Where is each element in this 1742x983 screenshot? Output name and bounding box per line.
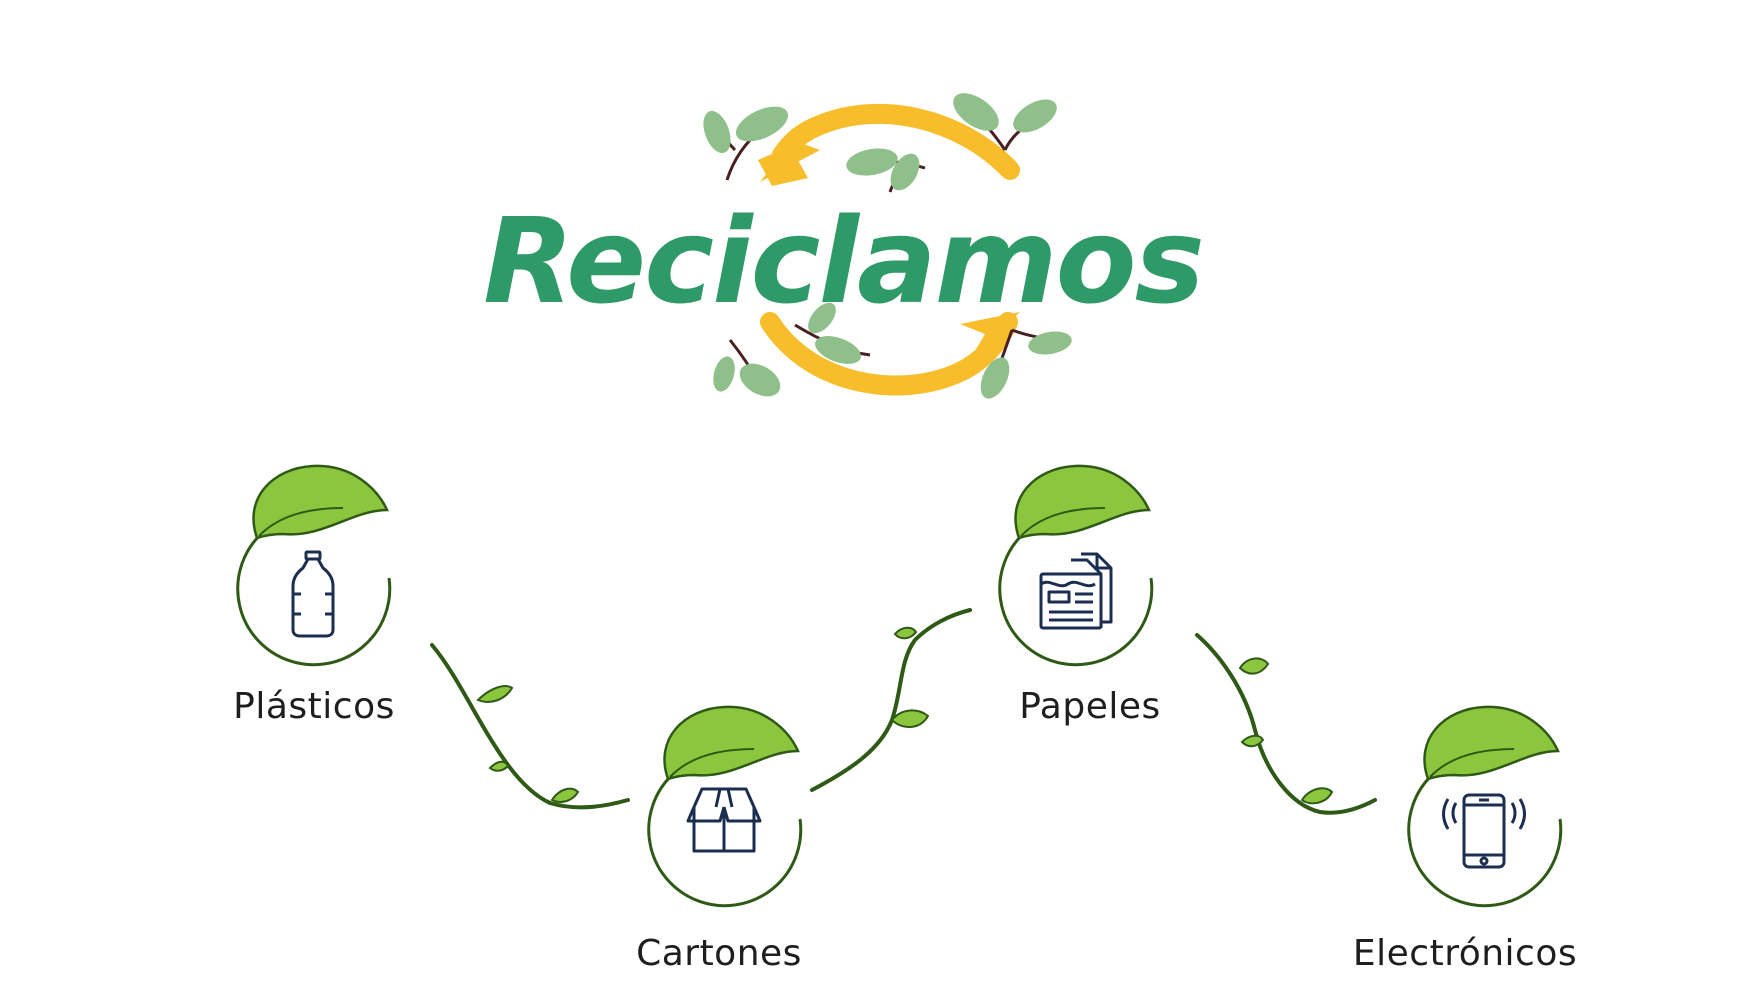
node-ring [647, 773, 803, 908]
reciclamos-logo: Reciclamos [483, 93, 1205, 399]
bottle-icon [291, 550, 335, 638]
vine-cartones-to-papeles [810, 608, 972, 792]
smartphone-icon [1442, 793, 1526, 869]
vine-plasticos-to-cartones [430, 643, 630, 810]
node-cartones [647, 705, 803, 908]
label-cartones: Cartones [636, 933, 802, 974]
node-papeles [998, 464, 1154, 667]
label-electronicos: Electrónicos [1352, 933, 1578, 974]
documents-icon [1039, 552, 1113, 630]
label-plasticos: Plásticos [233, 686, 395, 727]
logo-title: Reciclamos [483, 192, 1203, 330]
logo-sprig-top-right [953, 93, 1057, 151]
node-electronicos [1407, 705, 1563, 908]
leaf-icon [1423, 705, 1560, 781]
node-ring [998, 532, 1154, 667]
node-ring [1407, 773, 1563, 908]
vine-papeles-to-electronicos [1195, 633, 1377, 815]
leaf-icon [663, 705, 800, 781]
leaf-icon [252, 464, 389, 540]
label-papeles: Papeles [1019, 686, 1161, 727]
node-ring [236, 532, 392, 667]
logo-sprig-bottom-right [980, 328, 1072, 399]
node-plasticos [236, 464, 392, 667]
logo-sprig-bottom-left [713, 339, 781, 397]
recycle-arrows-icon [758, 104, 1020, 396]
leaf-icon [1014, 464, 1151, 540]
logo-sprig-center [846, 148, 926, 193]
logo-sprig-bottom-mid [794, 302, 871, 364]
logo-sprig-top-left [703, 106, 789, 181]
box-icon [686, 787, 762, 853]
